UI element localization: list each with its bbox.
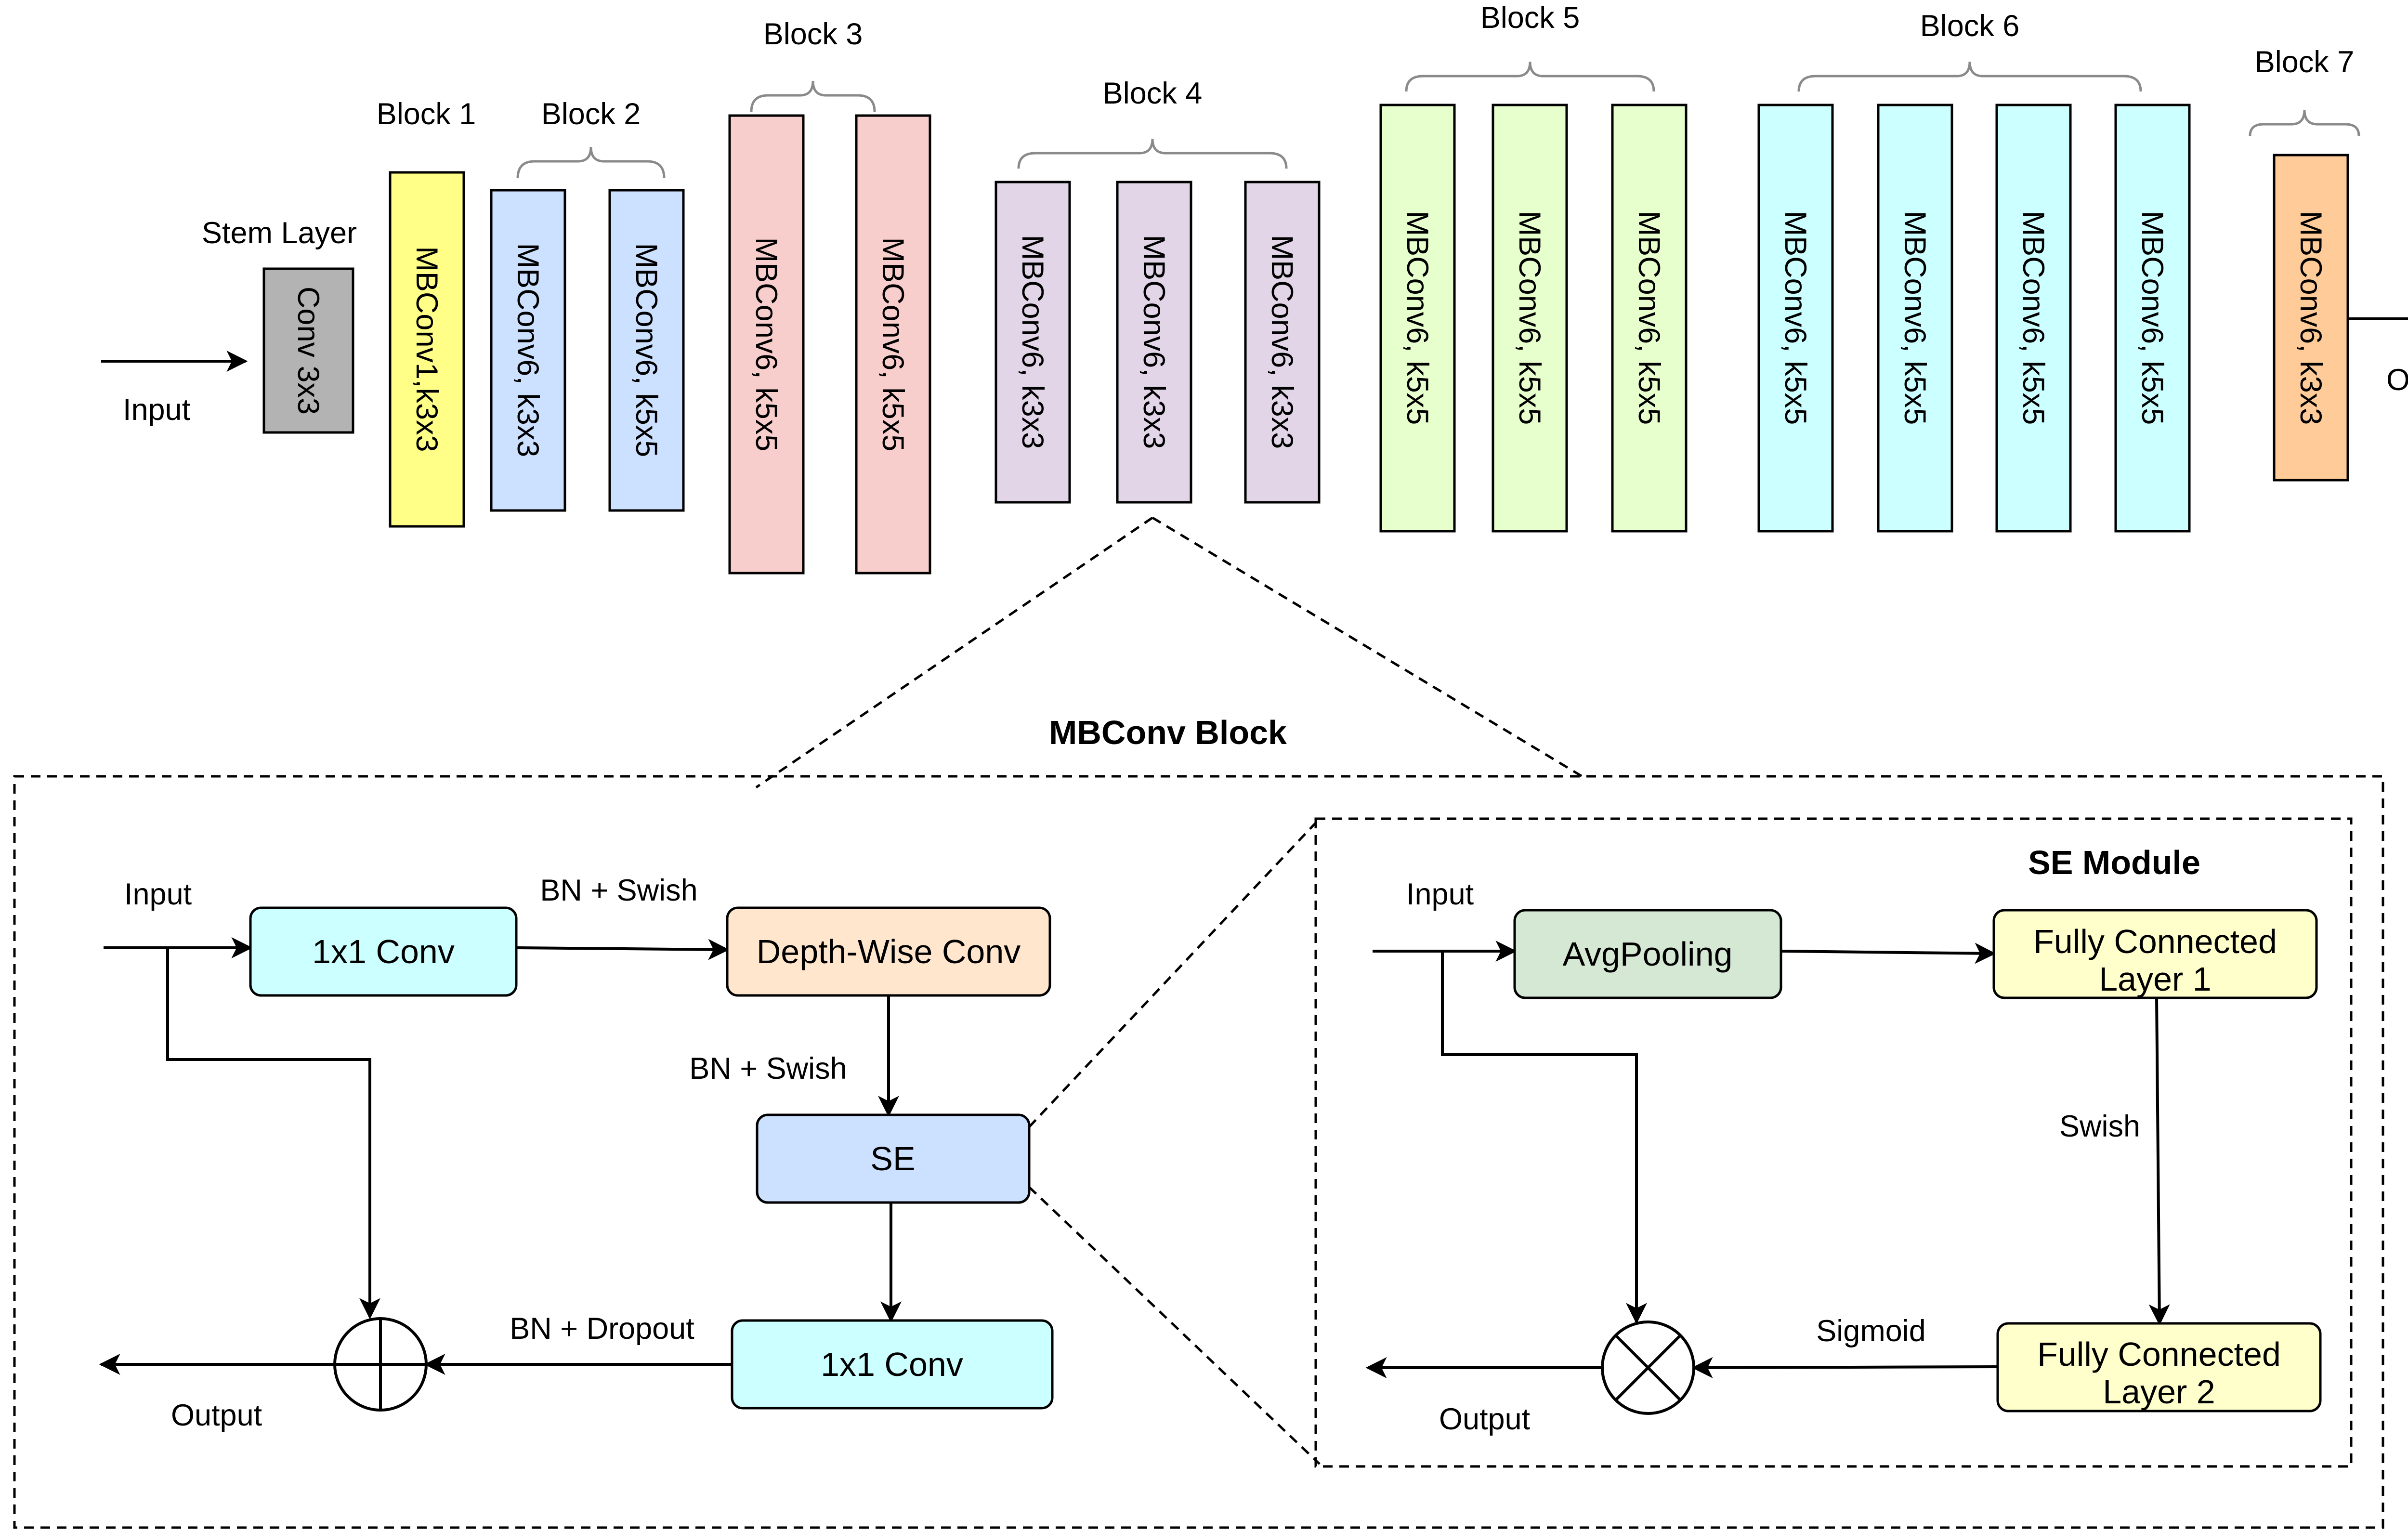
se-fc1-text-line1: Fully Connected [2033, 923, 2277, 960]
block-6-layer-3-text: MBConv6, k5x5 [2016, 211, 2050, 425]
block-6-brace [1797, 61, 2142, 92]
block-1-layer-1 [389, 171, 465, 528]
block-7-brace [2249, 109, 2360, 136]
se-skip-path [1441, 951, 1647, 1324]
block-7-layer-1 [2273, 154, 2349, 482]
stem-layer-label: Stem Layer [202, 216, 357, 250]
se-fc1-text-line2: Layer 1 [2099, 960, 2211, 998]
block-5-layer-2 [1492, 104, 1568, 533]
se-module: SE Module Input AvgPooling Fully Connect… [1314, 817, 2353, 1468]
mbconv-depthwise-text: Depth-Wise Conv [757, 933, 1021, 970]
block-5-layer-2-text: MBConv6, k5x5 [1513, 211, 1546, 425]
top-overview: Input Stem Layer Conv 3x3 Block 1 MBConv… [101, 1, 2408, 575]
block-6-layer-4 [2114, 104, 2191, 533]
block-3-label: Block 3 [763, 17, 863, 51]
se-module-title: SE Module [2028, 844, 2200, 881]
block-5-layer-3-text: MBConv6, k5x5 [1632, 211, 1666, 425]
edge-sigmoid: Sigmoid [1816, 1314, 1926, 1348]
mbconv-input-label: Input [124, 877, 192, 911]
mbconv-block: MBConv Block Input 1x1 Conv BN + Swish D… [13, 714, 2384, 1529]
mbconv-title: MBConv Block [1049, 714, 1287, 751]
mbconv-se-box [756, 1113, 1031, 1204]
block-2-layer-2-text: MBConv6, k5x5 [629, 243, 663, 458]
se-avgpool-box [1513, 909, 1782, 999]
avgpool-to-fc1-arrow [1780, 942, 1996, 964]
block-6-layer-4-text: MBConv6, k5x5 [2135, 211, 2169, 425]
top-input-label: Input [123, 393, 191, 427]
block-5-brace [1405, 61, 1655, 92]
block-4-brace [1017, 138, 1288, 169]
block-1-layer-1-text: MBConv1,k3x3 [410, 246, 444, 452]
stem-conv-box [262, 267, 354, 434]
mbconv-frame [13, 775, 2384, 1529]
block-4-layer-2-text: MBConv6, k3x3 [1137, 235, 1171, 449]
edge-bn-swish-1: BN + Swish [540, 874, 697, 907]
block-5-label: Block 5 [1480, 1, 1580, 35]
zoom-line-se-bottom [1028, 1186, 1321, 1465]
top-output-label: Output [2386, 363, 2408, 397]
block-3-layer-2 [855, 114, 931, 575]
se-fc1-box [1992, 909, 2318, 999]
block-4-layer-3 [1244, 181, 1321, 504]
zoom-line-left [755, 516, 1153, 789]
block-4-layer-1 [995, 181, 1071, 504]
block-6-layer-1-text: MBConv6, k5x5 [1779, 211, 1812, 425]
zoom-line-se-top [1028, 818, 1321, 1128]
edge-swish: Swish [2059, 1110, 2140, 1143]
add-icon [333, 1317, 428, 1412]
block-6-layer-2-text: MBConv6, k5x5 [1898, 211, 1932, 425]
block-6-layer-1 [1757, 104, 1834, 533]
mbconv-residual-path [166, 948, 380, 1320]
block-6-label: Block 6 [1920, 9, 2020, 43]
block-4-layer-3-text: MBConv6, k3x3 [1265, 235, 1299, 449]
mbconv-conv2-text: 1x1 Conv [821, 1346, 963, 1383]
block-6-layer-3 [1995, 104, 2072, 533]
mbconv-output-label: Output [171, 1399, 262, 1432]
mbconv-se-text: SE [870, 1140, 915, 1177]
block-1-label: Block 1 [377, 97, 476, 131]
se-output-label: Output [1439, 1402, 1531, 1436]
block-2-brace [516, 146, 666, 179]
block-3-brace [750, 80, 876, 112]
block-2-layer-1-text: MBConv6, k3x3 [511, 243, 545, 458]
block-7-layer-1-text: MBConv6, k3x3 [2294, 211, 2328, 425]
se-avgpool-text: AvgPooling [1563, 935, 1733, 973]
block-3-layer-1 [728, 114, 805, 575]
fc1-to-fc2-arrow [2148, 997, 2170, 1326]
mbconv-conv1-box [249, 906, 518, 997]
zoom-line-right [1152, 516, 1583, 778]
stem-conv-text: Conv 3x3 [291, 287, 325, 415]
fc2-to-multiply-arrow [1691, 1357, 1998, 1378]
se-fc2-text-line2: Layer 2 [2103, 1373, 2215, 1411]
block-3-layer-2-text: MBConv6, k5x5 [876, 237, 910, 452]
block-4-label: Block 4 [1103, 77, 1203, 110]
block-5-layer-3 [1611, 104, 1688, 533]
multiply-icon [1601, 1321, 1695, 1415]
block-4-layer-1-text: MBConv6, k3x3 [1016, 235, 1049, 449]
se-module-frame [1314, 817, 2353, 1468]
block-6-layer-2 [1877, 104, 1953, 533]
edge-bn-swish-2: BN + Swish [689, 1052, 847, 1085]
se-input-label: Input [1406, 877, 1474, 911]
mbconv-conv1-text: 1x1 Conv [312, 933, 455, 970]
block-2-layer-2 [608, 189, 685, 512]
conv1-to-depthwise-arrow [516, 939, 730, 960]
block-4-layer-2 [1116, 181, 1192, 504]
se-fc2-text-line1: Fully Connected [2037, 1335, 2281, 1373]
block-7-label: Block 7 [2255, 45, 2355, 79]
edge-bn-dropout: BN + Dropout [510, 1312, 694, 1346]
block-3-layer-1-text: MBConv6, k5x5 [749, 237, 783, 452]
block-2-label: Block 2 [541, 97, 641, 131]
block-2-layer-1 [490, 189, 566, 512]
block-5-layer-1-text: MBConv6, k5x5 [1400, 211, 1434, 425]
block-5-layer-1 [1379, 104, 1456, 533]
